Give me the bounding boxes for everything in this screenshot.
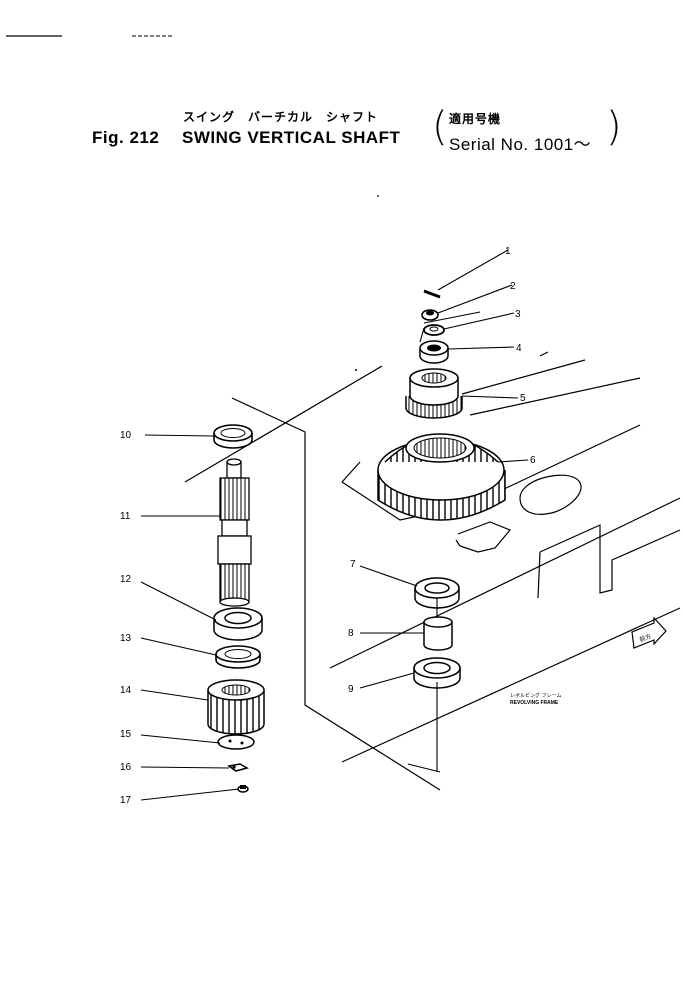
part-13-seal (215, 645, 261, 669)
callout-14: 14 (120, 685, 132, 696)
part-1-pin (423, 289, 441, 299)
callout-4: 4 (516, 343, 522, 354)
callout-8: 8 (348, 628, 354, 639)
part-14-pinion-gear (207, 679, 265, 735)
close-paren: ) (606, 104, 622, 150)
callout-2: 2 (510, 281, 516, 292)
callout-labels: 1 2 3 4 5 6 7 8 9 10 11 12 13 14 15 16 1… (120, 246, 536, 806)
callout-3: 3 (515, 309, 521, 320)
callout-16: 16 (120, 762, 132, 773)
callout-9: 9 (348, 684, 354, 695)
revolving-frame (184, 351, 681, 791)
part-12-bearing (213, 607, 263, 641)
part-17-bolt (237, 785, 249, 793)
stray-mark (355, 369, 357, 371)
front-direction-arrow-icon: 前方 (631, 616, 667, 649)
part-2-nut (421, 309, 439, 321)
part-11-vertical-shaft (217, 458, 252, 607)
frame-label-en: REVOLVING FRAME (510, 700, 559, 706)
stray-mark (377, 195, 379, 197)
part-5-pinion-hub (405, 368, 463, 419)
part-6-bevel-gear (377, 433, 506, 521)
part-15-plate (217, 734, 255, 750)
part-10-oil-seal (213, 424, 253, 449)
serial-range: Serial No. 1001～ (449, 135, 592, 154)
part-3-washer (423, 324, 445, 336)
part-9-bearing (413, 657, 461, 689)
callout-15: 15 (120, 729, 132, 740)
callout-7: 7 (350, 559, 356, 570)
stray-mark (231, 597, 233, 599)
direction-label: 前方 (638, 632, 652, 644)
callout-11: 11 (120, 511, 131, 522)
applicable-models-jp: 適用号機 (449, 112, 502, 126)
callout-12: 12 (120, 574, 132, 585)
subtitle-jp: スイング バーチカル シャフト (183, 110, 379, 124)
open-paren: ( (432, 104, 448, 150)
fig-label: Fig. 212 (92, 128, 160, 147)
part-4-bearing (419, 340, 449, 364)
part-8-sleeve (423, 616, 453, 651)
leader-lines (140, 249, 529, 801)
callout-13: 13 (120, 633, 132, 644)
callout-5: 5 (520, 393, 526, 404)
callout-17: 17 (120, 795, 132, 806)
frame-label-jp: レボルビング フレーム (510, 692, 561, 699)
callout-1: 1 (505, 246, 511, 257)
part-16-lock-plate (227, 763, 249, 772)
callout-6: 6 (530, 455, 536, 466)
callout-10: 10 (120, 430, 132, 441)
diagram-title: SWING VERTICAL SHAFT (182, 128, 401, 147)
